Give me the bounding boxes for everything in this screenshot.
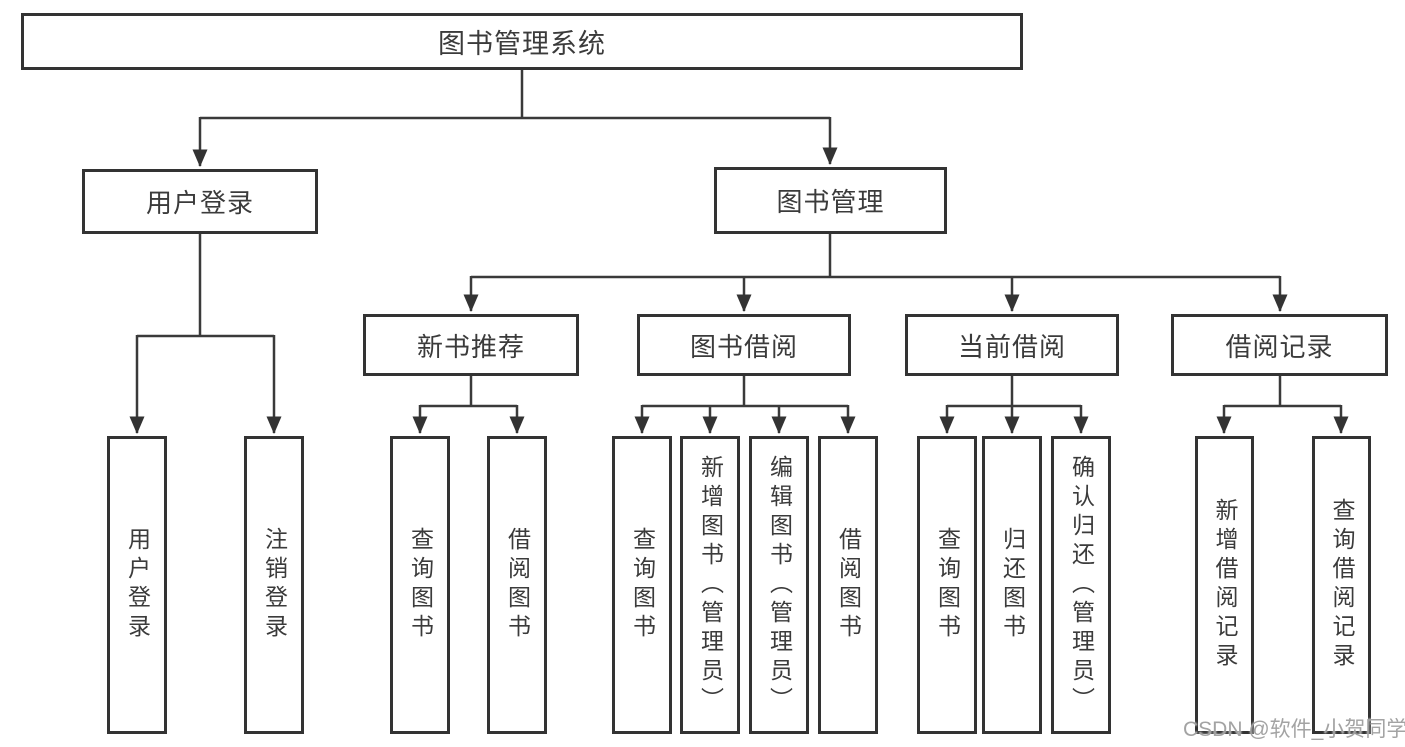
node-label: 查询图书 — [629, 527, 656, 643]
leaf-confirm-return-admin: 确认归还（管理员） — [1051, 436, 1111, 734]
node-label: 查询图书 — [407, 527, 434, 643]
connector-current-borrow-split — [939, 376, 1089, 435]
node-library-management-system: 图书管理系统 — [21, 13, 1023, 70]
leaf-user-login: 用户登录 — [107, 436, 167, 734]
node-book-management: 图书管理 — [714, 167, 947, 234]
node-label: 归还图书 — [999, 527, 1026, 643]
node-new-book-recommendation: 新书推荐 — [363, 314, 579, 376]
leaf-add-book-admin: 新增图书（管理员） — [680, 436, 740, 734]
leaf-edit-book-admin: 编辑图书（管理员） — [749, 436, 809, 734]
leaf-borrow-books-recommend: 借阅图书 — [487, 436, 547, 734]
leaf-query-borrow-record: 查询借阅记录 — [1312, 436, 1371, 734]
connector-new-book-split — [412, 376, 525, 435]
leaf-query-books-recommend: 查询图书 — [390, 436, 450, 734]
connector-root-split — [192, 70, 838, 168]
node-label: 注销登录 — [261, 527, 288, 643]
leaf-query-books-borrowing: 查询图书 — [612, 436, 672, 734]
connector-borrow-records-split — [1216, 376, 1349, 435]
node-current-borrowing: 当前借阅 — [905, 314, 1119, 376]
node-label: 用户登录 — [145, 188, 254, 218]
node-label: 图书管理 — [776, 187, 885, 217]
node-label: 新书推荐 — [416, 331, 525, 362]
node-label: 图书借阅 — [689, 331, 798, 362]
node-label: 用户登录 — [124, 527, 151, 643]
node-label: 借阅记录 — [1225, 331, 1334, 362]
node-label: 确认归还（管理员） — [1068, 454, 1095, 716]
node-label: 查询图书 — [934, 527, 961, 643]
connector-book-borrow-split — [634, 376, 856, 435]
leaf-add-borrow-record: 新增借阅记录 — [1195, 436, 1254, 734]
csdn-watermark: CSDN @软件_小贺同学 — [1183, 718, 1405, 741]
connector-user-login-split — [129, 234, 282, 435]
node-label: 借阅图书 — [504, 527, 531, 643]
node-label: 当前借阅 — [957, 331, 1066, 362]
node-label: 编辑图书（管理员） — [766, 454, 793, 716]
node-book-borrowing: 图书借阅 — [637, 314, 851, 376]
node-label: 图书管理系统 — [438, 29, 606, 59]
node-label: 查询借阅记录 — [1329, 498, 1355, 672]
leaf-logout: 注销登录 — [244, 436, 304, 734]
leaf-borrow-books-borrowing: 借阅图书 — [818, 436, 878, 734]
leaf-query-books-current: 查询图书 — [917, 436, 977, 734]
leaf-return-books: 归还图书 — [982, 436, 1042, 734]
node-user-login: 用户登录 — [82, 169, 318, 234]
connector-book-mgmt-split — [463, 234, 1288, 313]
node-label: 新增借阅记录 — [1212, 498, 1238, 672]
node-label: 借阅图书 — [835, 527, 862, 643]
node-label: 新增图书（管理员） — [697, 454, 724, 716]
node-borrowing-records: 借阅记录 — [1171, 314, 1388, 376]
